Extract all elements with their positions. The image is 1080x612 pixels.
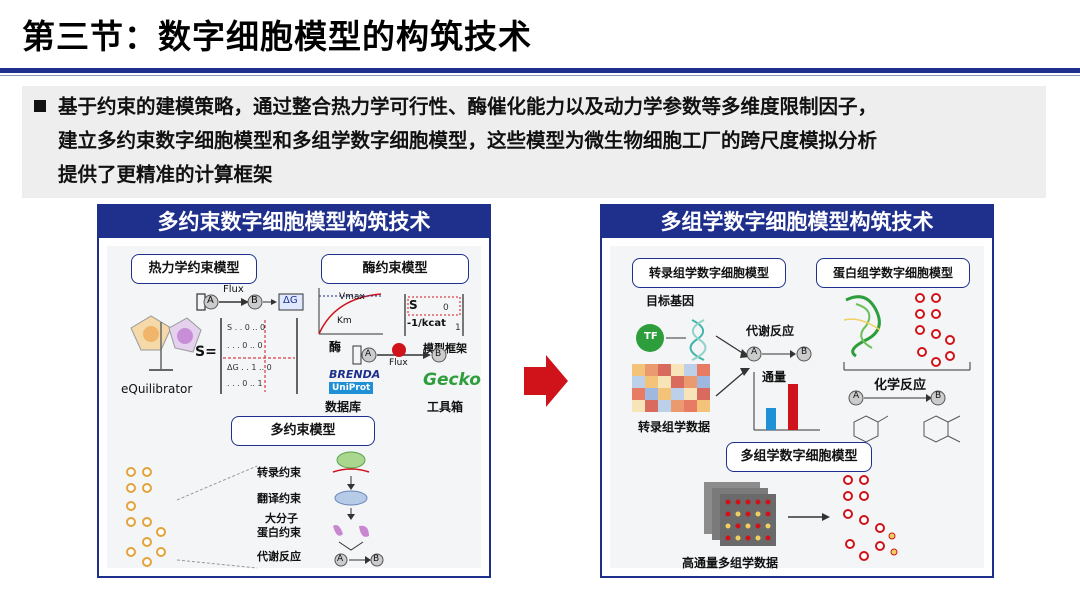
equilibrator-label: eQuilibrator (121, 382, 193, 396)
stoichiometric-matrix-icon: S . . 0 .. 0 . . . 0 .. 0 ΔG . . 1 .. 0 … (220, 318, 298, 394)
metabolic-constraint-label: 代谢反应 (257, 550, 301, 563)
thermo-model-label: 热力学约束模型 (131, 254, 257, 284)
proteome-model-label: 蛋白组学数字细胞模型 (816, 258, 970, 288)
thermo-reaction-diagram (196, 293, 304, 311)
thermo-flux-label: Flux (223, 284, 244, 295)
svg-text:. . . 0 .. 1: . . . 0 .. 1 (227, 379, 263, 388)
svg-text:S . . 0 .. 0: S . . 0 .. 0 (227, 323, 265, 332)
chem-reaction-bracket (843, 362, 971, 371)
chem-reaction-label: 化学反应 (874, 378, 927, 393)
summary-line-3: 提供了更精准的计算框架 (58, 163, 273, 186)
right-node-a: A (751, 347, 758, 357)
target-gene-label: 目标基因 (646, 294, 695, 308)
bullet-square-icon (34, 100, 46, 112)
matrix-s-equals: S= (195, 344, 217, 360)
metabolic-reaction-label: 代谢反应 (746, 324, 795, 338)
hts-to-model-arrow (788, 513, 830, 521)
right-panel-body: 转录组学数字细胞模型 蛋白组学数字细胞模型 目标基因 TF 转录组学数据 代谢 (610, 246, 984, 570)
flux-label: 通量 (762, 370, 787, 384)
multiomics-model-label: 多组学数字细胞模型 (726, 442, 872, 472)
svg-text:. . . 0 .. 0: . . . 0 .. 0 (227, 341, 263, 350)
page-title: 第三节：数字细胞模型的构筑技术 (22, 17, 532, 56)
summary-line-1: 基于约束的建模策略，通过整合热力学可行性、酶催化能力以及动力学参数等多维度限制因… (58, 95, 878, 118)
transcription-constraint-label: 转录约束 (257, 466, 301, 479)
thermo-node-b: B (251, 295, 258, 306)
km-label: Km (337, 316, 352, 326)
multi-node-b: B (373, 554, 380, 564)
brenda-logo: BRENDA (329, 368, 381, 381)
gecko-logo: Gecko (423, 370, 481, 390)
constraint-bracket-lines (176, 465, 258, 569)
enzyme-model-label: 酶约束模型 (321, 254, 469, 284)
svg-text:0: 0 (443, 303, 449, 313)
kcat-s-label: S (409, 298, 418, 312)
thermo-node-a: A (207, 295, 214, 306)
right-panel-heading: 多组学数字细胞模型构筑技术 (602, 206, 992, 238)
flux-bar-1 (766, 408, 776, 430)
proteome-network-icon (915, 293, 955, 367)
vmax-label: Vmax (339, 292, 365, 302)
svg-text:1: 1 (455, 323, 461, 333)
database-label: 数据库 (325, 400, 362, 414)
enzyme-flux-label: Flux (389, 358, 408, 368)
multi-constraint-label: 多约束模型 (231, 416, 375, 446)
transcriptome-model-label: 转录组学数字细胞模型 (632, 258, 786, 288)
left-panel-body: 热力学约束模型 酶约束模型 Flux A B ΔG S . . 0 .. 0 .… (107, 246, 481, 569)
title-divider (0, 68, 1080, 73)
enzyme-node-b: B (435, 349, 442, 359)
kcat-matrix-icon: 0 1 (404, 294, 464, 336)
translation-constraint-label: 翻译约束 (257, 492, 301, 505)
toolbox-label: 工具箱 (427, 400, 464, 414)
enzyme-reaction-diagram (352, 343, 447, 365)
flux-bar-chart (753, 372, 820, 431)
chem-node-a: A (853, 391, 860, 401)
protein-structure-icon (843, 295, 881, 358)
tf-dna-icon (636, 319, 707, 361)
multiomics-network-icon (843, 475, 898, 561)
enzyme-kinetics-plot (318, 288, 383, 335)
right-node-b: B (801, 347, 808, 357)
thermo-delta-g: ΔG (283, 295, 298, 306)
left-panel-heading: 多约束数字细胞模型构筑技术 (99, 206, 489, 238)
gene-expression-icons (332, 451, 384, 567)
transcriptome-heatmap (632, 364, 710, 412)
right-panel: 多组学数字细胞模型构筑技术 转录组学数字细胞模型 蛋白组学数字细胞模型 目标基因… (600, 204, 994, 578)
title-divider-thin (0, 75, 1080, 76)
chem-node-b: B (935, 391, 942, 401)
enzyme-label: 酶 (329, 340, 342, 354)
svg-text:ΔG . . 1 .. 0: ΔG . . 1 .. 0 (227, 363, 272, 372)
enzyme-node-a: A (365, 349, 372, 359)
protein-constraint-label: 蛋白约束 (257, 526, 301, 539)
transcriptome-data-label: 转录组学数据 (638, 420, 711, 434)
data-integration-arrows (715, 335, 750, 397)
uniprot-logo: UniProt (329, 382, 374, 394)
left-panel: 多约束数字细胞模型构筑技术 热力学约束模型 酶约束模型 Flux A B ΔG … (97, 204, 491, 578)
multi-node-a: A (337, 554, 344, 564)
kcat-label: -1/kcat (407, 318, 446, 329)
equilibrator-balance-icon (130, 315, 202, 371)
flux-bar-2 (788, 384, 798, 430)
hts-data-label: 高通量多组学数据 (682, 556, 779, 570)
summary-box: 基于约束的建模策略，通过整合热力学可行性、酶催化能力以及动力学参数等多维度限制因… (22, 86, 1046, 198)
summary-line-2: 建立多约束数字细胞模型和多组学数字细胞模型，这些模型为微生物细胞工厂的跨尺度模拟… (58, 129, 878, 152)
multi-constraint-network-icon (126, 467, 166, 567)
hts-data-grid-icon (704, 482, 776, 546)
tf-label: TF (644, 331, 658, 342)
chem-reaction-icon (848, 390, 946, 406)
summary-text: 基于约束的建模策略，通过整合热力学可行性、酶催化能力以及动力学参数等多维度限制因… (58, 90, 1042, 192)
metabolic-reaction-icon (746, 346, 812, 362)
macromolecule-label: 大分子 (265, 512, 298, 525)
transition-arrow-icon (524, 355, 568, 407)
